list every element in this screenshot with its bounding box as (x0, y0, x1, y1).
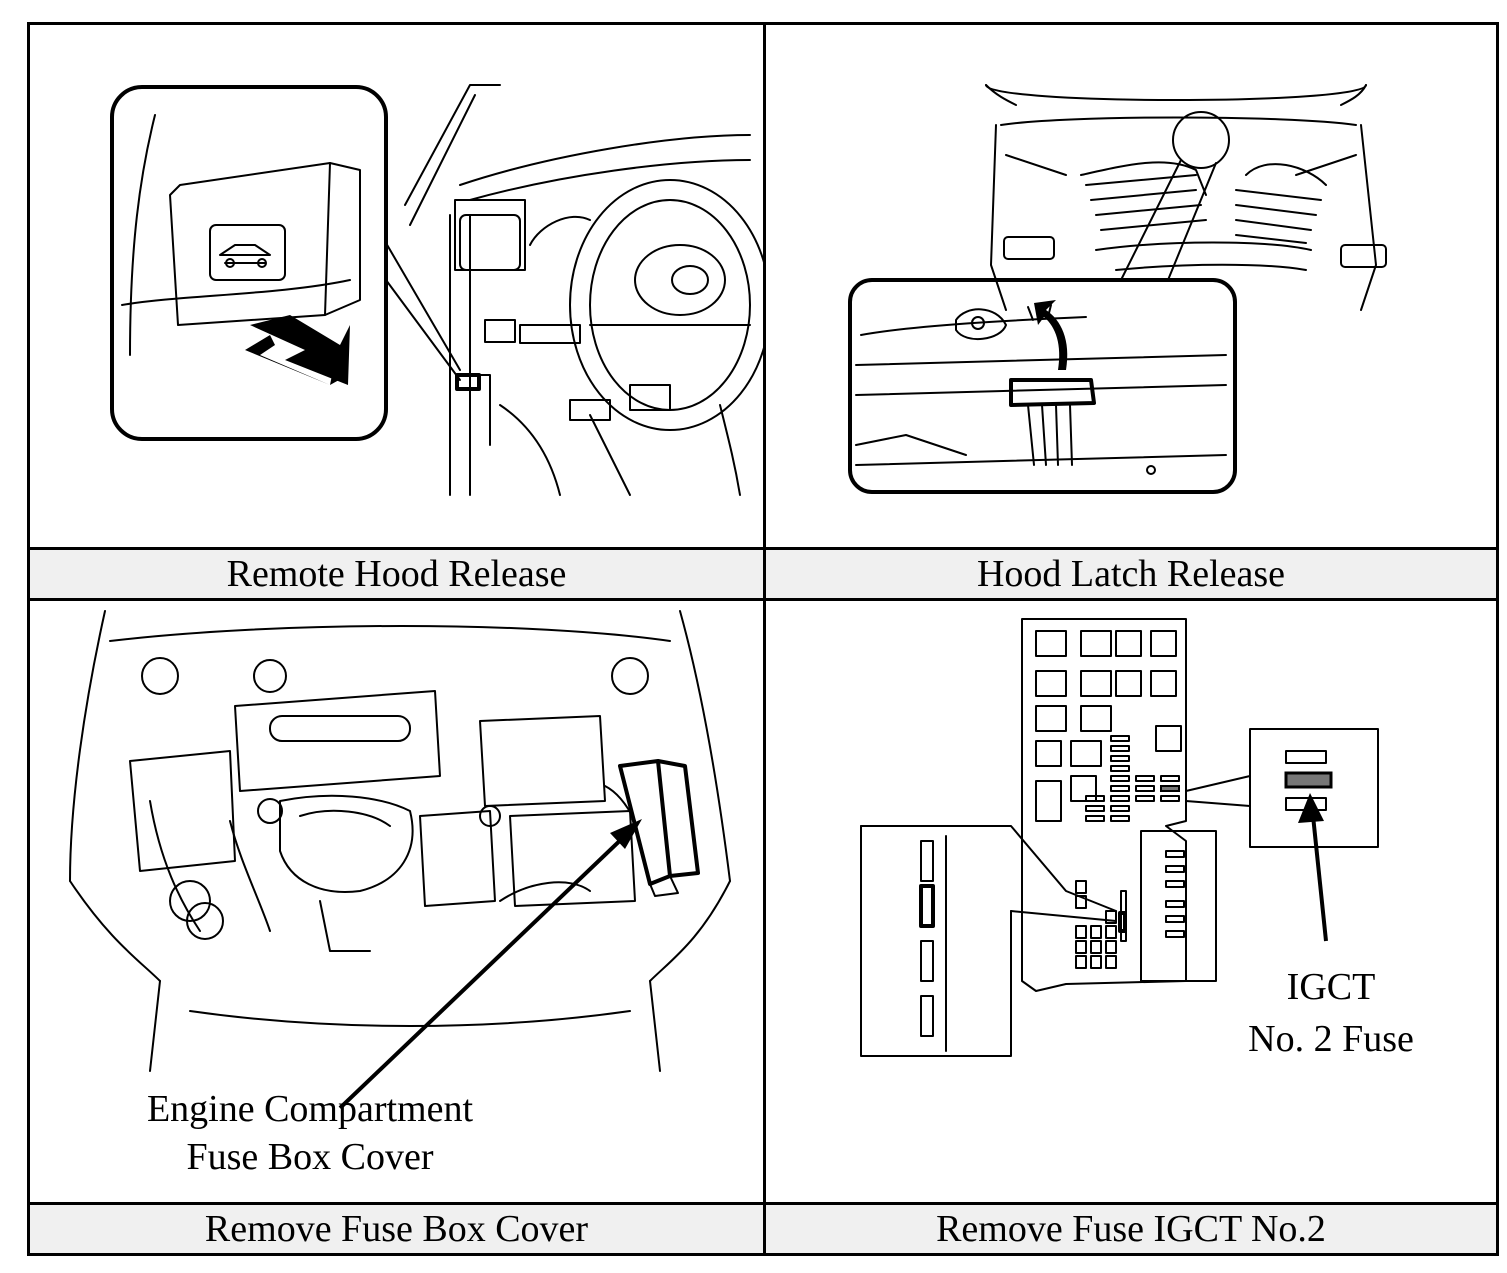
igct-fuse-highlight (1284, 771, 1333, 789)
hood-release-lever-icon (209, 224, 286, 281)
label-engine-compartment: Engine Compartment (146, 1088, 474, 1130)
panel-hood-latch-release (766, 25, 1496, 547)
caption-hood-latch-release: Hood Latch Release (766, 550, 1496, 598)
fuse-layout-illustration (860, 618, 1379, 1057)
grid-divider-row1-top (30, 547, 1496, 550)
panel-remote-hood-release (30, 25, 763, 547)
panel-remove-fuse-igct: IGCT No. 2 Fuse (766, 601, 1496, 1202)
panel-remove-fuse-box-cover: Engine Compartment Fuse Box Cover (30, 601, 763, 1202)
lift-arrow-icon (1034, 300, 1068, 370)
grid-divider-row1-bottom (30, 598, 1496, 601)
caption-remove-fuse-box-cover: Remove Fuse Box Cover (30, 1205, 763, 1253)
caption-remove-fuse-igct: Remove Fuse IGCT No.2 (766, 1205, 1496, 1253)
label-fuse-box-cover: Fuse Box Cover (186, 1136, 434, 1178)
hood-release-illustration (110, 84, 763, 496)
instruction-grid: Remote Hood Release Hood Latch Release R… (27, 22, 1499, 1256)
engine-compartment-illustration (69, 610, 731, 1110)
hood-latch-illustration (848, 84, 1387, 494)
pointer-arrow-icon-fuse (1310, 805, 1328, 942)
label-igct: IGCT (1286, 966, 1376, 1008)
grid-divider-row2-top (30, 1202, 1496, 1205)
pointer-arrow-icon (338, 829, 632, 1110)
caption-remote-hood-release: Remote Hood Release (30, 550, 763, 598)
grid-divider-vertical (763, 25, 766, 1253)
label-no2-fuse: No. 2 Fuse (1248, 1018, 1414, 1060)
igct-fuse-location (1160, 785, 1180, 792)
